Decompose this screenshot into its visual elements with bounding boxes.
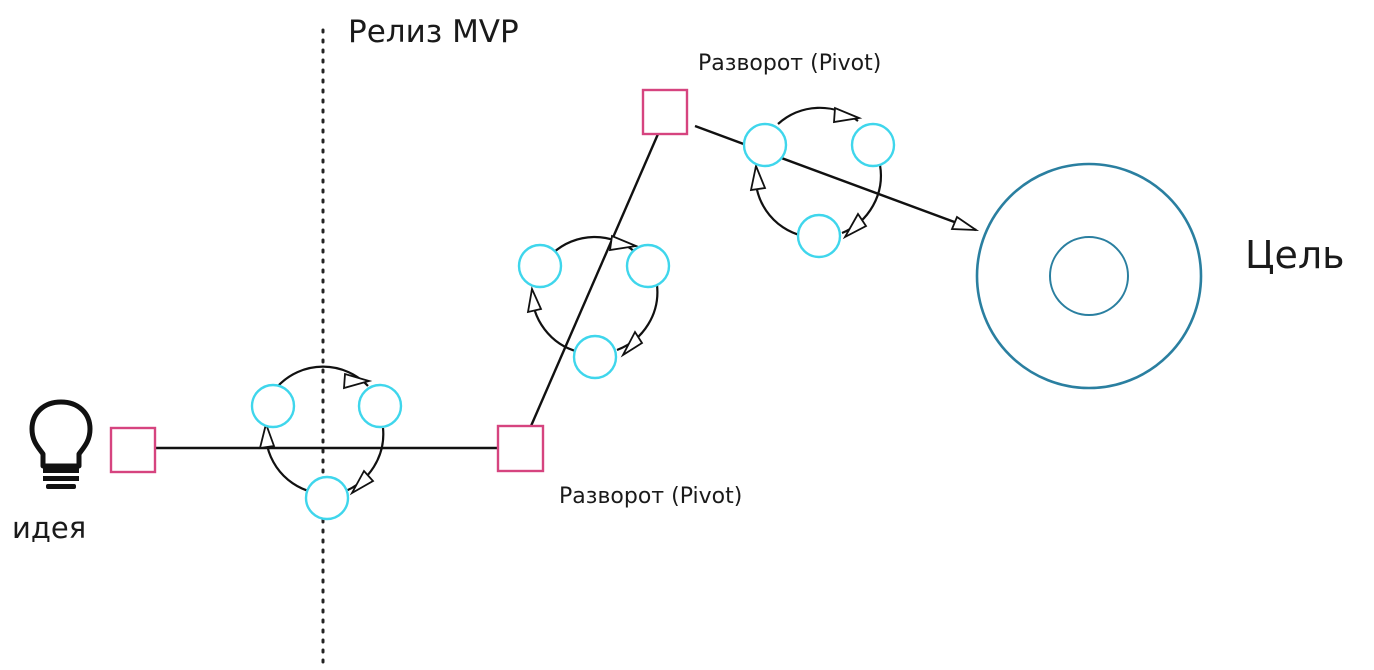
loop-arc	[342, 427, 385, 494]
iteration-circle	[796, 213, 842, 259]
goal-arrowhead	[950, 215, 980, 232]
iteration-circle	[625, 243, 671, 289]
path-segment-climb	[529, 133, 660, 427]
pivot-box-top	[641, 88, 689, 136]
iteration-loop-1	[250, 365, 403, 521]
pivot-label-top: Разворот (Pivot)	[698, 51, 881, 76]
loop-arc	[754, 166, 804, 238]
loop-arrowhead	[349, 469, 375, 496]
iteration-loop-3	[742, 106, 896, 259]
iteration-circle	[742, 122, 788, 168]
iteration-circle	[304, 475, 350, 521]
iteration-circle	[357, 383, 403, 429]
loop-arrowhead	[608, 234, 640, 252]
loop-arrowhead	[842, 212, 868, 240]
loop-arrowhead	[620, 330, 644, 358]
loop-arc	[264, 424, 313, 494]
loop-arrowhead	[258, 420, 276, 450]
loop-arc	[530, 289, 580, 354]
lightbulb-icon	[29, 399, 93, 489]
loop-arrowhead	[833, 106, 863, 124]
iteration-circle	[517, 243, 563, 289]
start-box	[109, 426, 157, 474]
iteration-circle	[850, 122, 896, 168]
loop-arc	[616, 284, 659, 352]
path-segment-to-goal	[694, 124, 977, 232]
loop-arrowhead	[526, 285, 543, 314]
loop-arrowhead	[749, 162, 767, 192]
iteration-circle	[250, 383, 296, 429]
loop-arrowhead	[343, 372, 373, 390]
iteration-loop-2	[517, 234, 671, 380]
pivot-label-bottom: Разворот (Pivot)	[559, 484, 742, 509]
goal-label: Цель	[1245, 233, 1345, 277]
goal-inner-ring	[1049, 236, 1129, 316]
goal-target	[975, 162, 1203, 390]
goal-outer-ring	[975, 162, 1203, 390]
pivot-box-bottom	[496, 424, 545, 473]
iteration-circle	[572, 334, 618, 380]
mvp-release-label: Релиз MVP	[348, 14, 519, 50]
idea-label: идея	[12, 511, 86, 545]
